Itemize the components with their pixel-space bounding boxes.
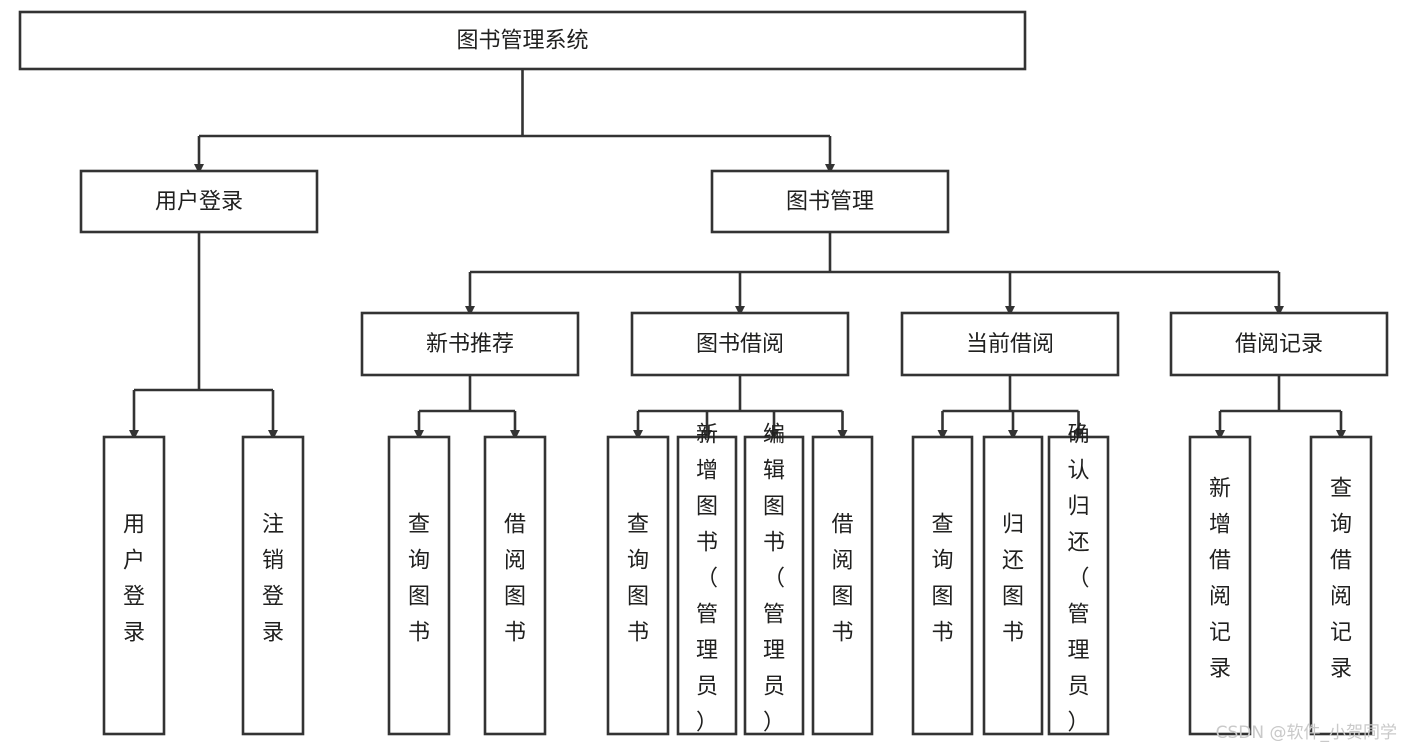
connectors-layer (129, 69, 1346, 440)
node-box-borrow-edit-book[interactable] (743, 435, 805, 736)
node-current-query-book[interactable]: 查询图书 (911, 435, 974, 736)
node-box-records-add-record[interactable] (1188, 435, 1252, 736)
node-records-query-record[interactable]: 查询借阅记录 (1309, 435, 1373, 736)
node-box-new-book-recommend[interactable] (360, 311, 580, 377)
node-label-recommend-query-book: 查询图书 (408, 513, 430, 646)
node-box-recommend-borrow-book[interactable] (483, 435, 547, 736)
node-borrow-add-book[interactable]: 新增图书（管理员） (676, 423, 738, 736)
node-label-user-login-logout: 注销登录 (262, 513, 284, 646)
node-label-borrow-add-book: 新增图书（管理员） (696, 423, 718, 736)
node-box-book-management[interactable] (710, 169, 950, 234)
node-label-current-borrow: 当前借阅 (966, 332, 1054, 357)
node-label-borrow-records: 借阅记录 (1235, 332, 1323, 357)
node-records-add-record[interactable]: 新增借阅记录 (1188, 435, 1252, 736)
node-box-records-query-record[interactable] (1309, 435, 1373, 736)
nodes-layer: 图书管理系统用户登录图书管理用户登录注销登录新书推荐查询图书借阅图书图书借阅查询… (18, 10, 1389, 736)
node-label-current-query-book: 查询图书 (931, 513, 953, 646)
node-label-user-login: 用户登录 (155, 190, 243, 215)
node-label-borrow-query-book: 查询图书 (627, 513, 649, 646)
node-new-book-recommend[interactable]: 新书推荐 (360, 311, 580, 377)
node-recommend-query-book[interactable]: 查询图书 (387, 435, 451, 736)
node-label-user-login-login: 用户登录 (123, 513, 145, 646)
node-book-borrow[interactable]: 图书借阅 (630, 311, 850, 377)
node-user-login[interactable]: 用户登录 (79, 169, 319, 234)
node-label-records-add-record: 新增借阅记录 (1209, 477, 1231, 682)
node-box-borrow-add-book[interactable] (676, 435, 738, 736)
node-user-login-logout[interactable]: 注销登录 (241, 435, 305, 736)
node-user-login-login[interactable]: 用户登录 (102, 435, 166, 736)
node-box-root[interactable] (18, 10, 1027, 71)
node-box-user-login-login[interactable] (102, 435, 166, 736)
node-label-borrow-borrow-book: 借阅图书 (831, 513, 853, 646)
node-box-current-borrow[interactable] (900, 311, 1120, 377)
node-box-user-login[interactable] (79, 169, 319, 234)
node-label-current-confirm-return: 确认归还（管理员） (1067, 423, 1089, 736)
node-box-user-login-logout[interactable] (241, 435, 305, 736)
csdn-watermark: CSDN @软件_小贺同学 (1215, 723, 1397, 743)
node-label-records-query-record: 查询借阅记录 (1330, 477, 1352, 682)
node-box-recommend-query-book[interactable] (387, 435, 451, 736)
node-borrow-borrow-book[interactable]: 借阅图书 (811, 435, 874, 736)
node-label-borrow-edit-book: 编辑图书（管理员） (763, 423, 785, 736)
node-label-book-management: 图书管理 (786, 190, 874, 215)
node-borrow-records[interactable]: 借阅记录 (1169, 311, 1389, 377)
node-book-management[interactable]: 图书管理 (710, 169, 950, 234)
node-box-borrow-query-book[interactable] (606, 435, 670, 736)
node-label-current-return-book: 归还图书 (1002, 513, 1024, 646)
node-box-book-borrow[interactable] (630, 311, 850, 377)
node-borrow-query-book[interactable]: 查询图书 (606, 435, 670, 736)
node-label-root: 图书管理系统 (456, 29, 588, 54)
node-label-new-book-recommend: 新书推荐 (426, 332, 514, 357)
node-box-current-confirm-return[interactable] (1047, 435, 1110, 736)
node-root[interactable]: 图书管理系统 (18, 10, 1027, 71)
node-current-borrow[interactable]: 当前借阅 (900, 311, 1120, 377)
node-box-current-query-book[interactable] (911, 435, 974, 736)
node-current-confirm-return[interactable]: 确认归还（管理员） (1047, 423, 1110, 736)
node-box-borrow-borrow-book[interactable] (811, 435, 874, 736)
node-current-return-book[interactable]: 归还图书 (982, 435, 1044, 736)
node-label-recommend-borrow-book: 借阅图书 (504, 513, 526, 646)
node-label-book-borrow: 图书借阅 (696, 332, 784, 357)
node-borrow-edit-book[interactable]: 编辑图书（管理员） (743, 423, 805, 736)
node-box-current-return-book[interactable] (982, 435, 1044, 736)
node-recommend-borrow-book[interactable]: 借阅图书 (483, 435, 547, 736)
node-box-borrow-records[interactable] (1169, 311, 1389, 377)
